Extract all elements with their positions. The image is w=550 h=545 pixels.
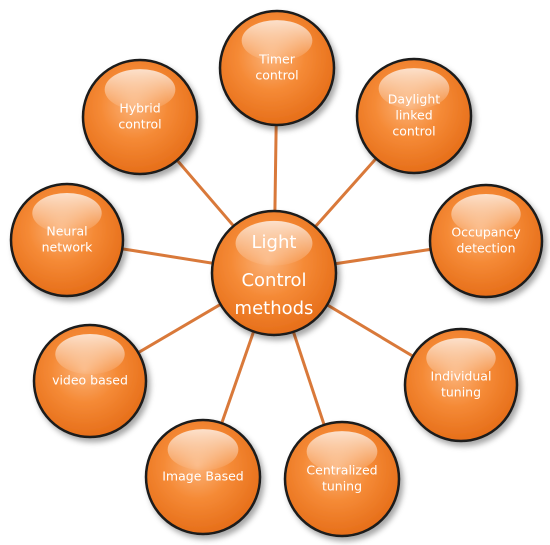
node-video-label-line: video based <box>52 373 128 388</box>
node-centralized-label-line: tuning <box>322 479 362 494</box>
node-neural-gloss <box>32 192 102 234</box>
node-video-gloss <box>55 333 125 375</box>
node-daylight-label-line: Daylight <box>388 92 440 107</box>
node-image: Image Based <box>144 418 262 536</box>
node-centralized-gloss <box>306 431 378 473</box>
node-hybrid-label-line: control <box>118 117 161 132</box>
node-individual-gloss <box>426 337 496 379</box>
node-occupancy-gloss <box>451 193 521 235</box>
node-image-gloss <box>167 429 239 471</box>
center-label-line: methods <box>235 298 314 319</box>
node-neural-label-line: Neural <box>46 224 87 239</box>
node-individual-label-line: tuning <box>441 385 481 400</box>
node-video: video based <box>32 323 148 439</box>
node-image-label-line: Image Based <box>162 469 244 484</box>
node-timer-label-line: Timer <box>258 52 296 67</box>
node-timer-label-line: control <box>255 68 298 83</box>
node-hybrid-gloss <box>104 69 176 111</box>
node-centralized-label-line: Centralized <box>306 463 377 478</box>
node-hybrid-label-line: Hybrid <box>119 101 160 116</box>
node-daylight-label-line: linked <box>395 108 432 123</box>
node-individual-label-line: Individual <box>431 369 492 384</box>
node-occupancy-label-line: detection <box>456 241 515 256</box>
node-timer-gloss <box>241 20 313 62</box>
center-circle-group-gloss <box>235 220 313 266</box>
center-label-line: Light <box>252 232 297 253</box>
node-neural-label-line: network <box>42 240 94 255</box>
node-occupancy-label-line: Occupancy <box>451 225 521 240</box>
method-nodes: TimercontrolDaylightlinkedcontrolOccupan… <box>9 9 544 538</box>
node-daylight-label-line: control <box>392 124 435 139</box>
node-daylight-gloss <box>378 68 450 110</box>
center-label-line: Control <box>241 270 306 291</box>
